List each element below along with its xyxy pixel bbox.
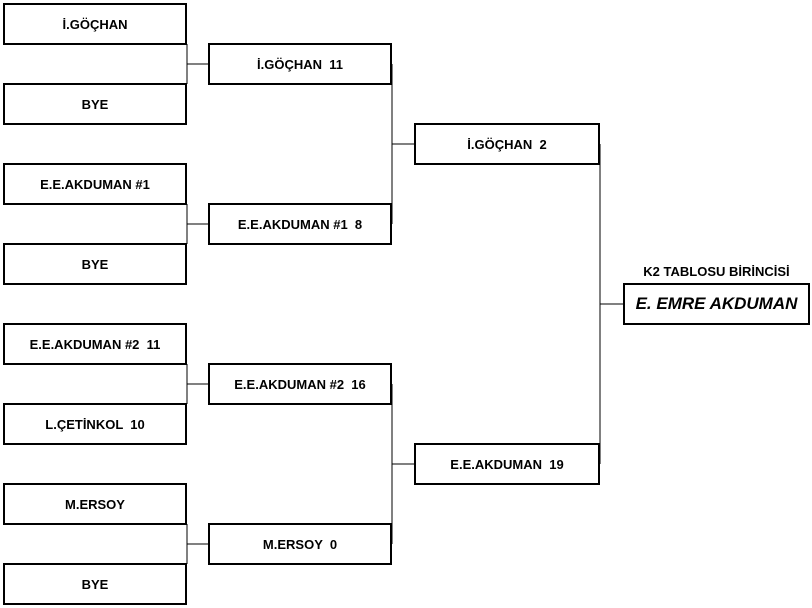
round1-match2-player2: BYE: [3, 243, 187, 285]
round2-match2-player2: M.ERSOY 0: [208, 523, 392, 565]
final-player2: E.E.AKDUMAN 19: [414, 443, 600, 485]
round2-match1-player2: E.E.AKDUMAN #1 8: [208, 203, 392, 245]
round1-match1-player2: BYE: [3, 83, 187, 125]
round1-match4-player2: BYE: [3, 563, 187, 605]
round2-match1-player1: İ.GÖÇHAN 11: [208, 43, 392, 85]
round1-match1-player1: İ.GÖÇHAN: [3, 3, 187, 45]
round1-match3-player2: L.ÇETİNKOL 10: [3, 403, 187, 445]
final-player1: İ.GÖÇHAN 2: [414, 123, 600, 165]
champion-caption: K2 TABLOSU BİRİNCİSİ: [643, 264, 790, 279]
round1-match3-player1: E.E.AKDUMAN #2 11: [3, 323, 187, 365]
round1-match2-player1: E.E.AKDUMAN #1: [3, 163, 187, 205]
champion-name: E. EMRE AKDUMAN: [623, 283, 810, 325]
round2-match2-player1: E.E.AKDUMAN #2 16: [208, 363, 392, 405]
round1-match4-player1: M.ERSOY: [3, 483, 187, 525]
